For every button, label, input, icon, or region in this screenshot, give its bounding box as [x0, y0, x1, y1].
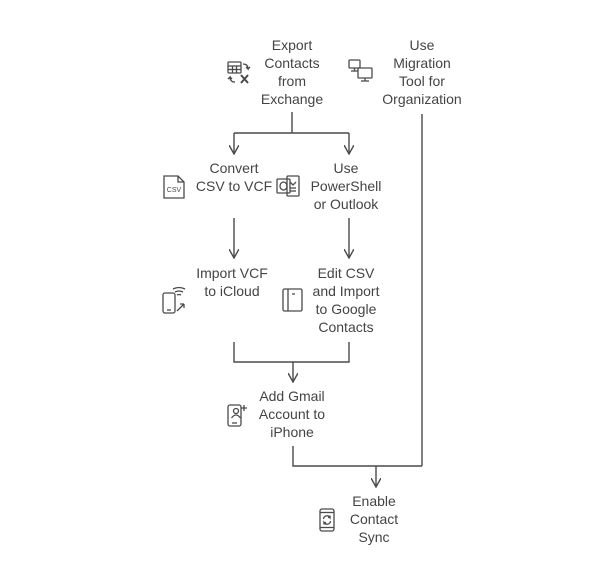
connectors	[233, 112, 423, 487]
computers-icon	[348, 59, 373, 82]
svg-text:CSV: CSV	[167, 187, 182, 194]
connector-export-split	[234, 112, 349, 134]
phone-wifi-icon	[162, 286, 186, 314]
phone-user-icon	[227, 404, 247, 427]
node-google-label: Edit CSV and Import to Google Contacts	[312, 265, 380, 335]
connector-merge	[233, 342, 350, 363]
csv-file-icon: CSV	[163, 175, 185, 199]
phone-sync-icon	[319, 508, 335, 532]
notebook-icon	[282, 288, 303, 312]
node-powershell-label: Use PowerShell or Outlook	[310, 160, 382, 212]
node-export-label: Export Contacts from Exchange	[260, 37, 324, 107]
table-exchange-icon	[227, 61, 251, 84]
node-migration-label: Use Migration Tool for Organization	[382, 37, 462, 107]
node-sync-label: Enable Contact Sync	[349, 493, 399, 545]
node-convert-label: Convert CSV to VCF	[195, 160, 273, 194]
node-gmail-label: Add Gmail Account to iPhone	[258, 388, 326, 440]
node-icloud-label: Import VCF to iCloud	[196, 265, 268, 299]
connector-gmail-down	[292, 446, 422, 467]
outlook-icon	[276, 175, 300, 197]
